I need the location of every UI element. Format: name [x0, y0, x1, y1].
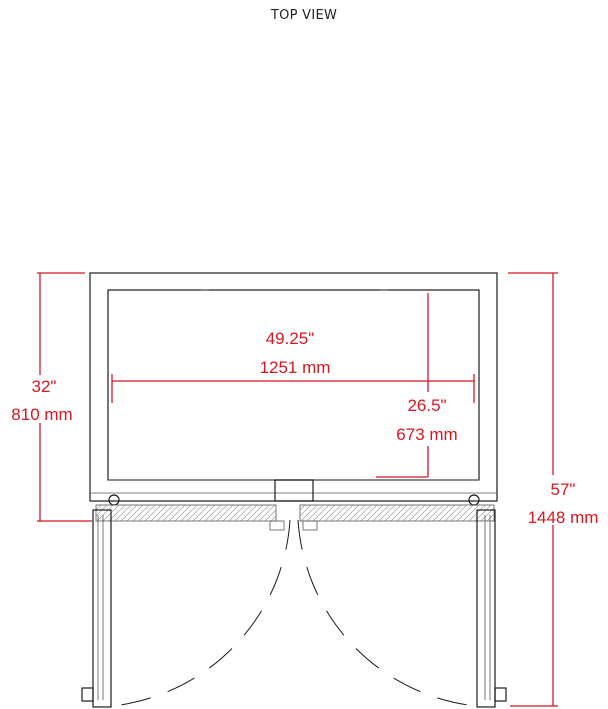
- view-title: TOP VIEW: [270, 8, 338, 23]
- width-inches: 49.25": [266, 329, 315, 348]
- body-depth-mm: 810 mm: [11, 405, 72, 424]
- body-depth-dimension: 32" 810 mm: [11, 272, 92, 522]
- inner-depth-inches: 26.5": [407, 396, 446, 415]
- total-depth-dimension: 57" 1448 mm: [508, 272, 599, 707]
- door-left-open: [81, 509, 112, 708]
- door-frame: [95, 504, 495, 531]
- inner-depth-dimension: 26.5" 673 mm: [376, 293, 458, 478]
- width-dimension: 49.25" 1251 mm: [111, 329, 475, 403]
- cabinet-body: [89, 272, 498, 502]
- inner-depth-mm: 673 mm: [396, 425, 457, 444]
- body-depth-inches: 32": [32, 377, 57, 396]
- door-right-open: [476, 509, 507, 708]
- hinge-left: [108, 494, 120, 506]
- total-depth-mm: 1448 mm: [528, 508, 599, 527]
- hinge-right: [468, 494, 480, 506]
- total-depth-inches: 57": [551, 480, 576, 499]
- width-mm: 1251 mm: [260, 358, 331, 377]
- door-swing-arcs: [119, 519, 469, 706]
